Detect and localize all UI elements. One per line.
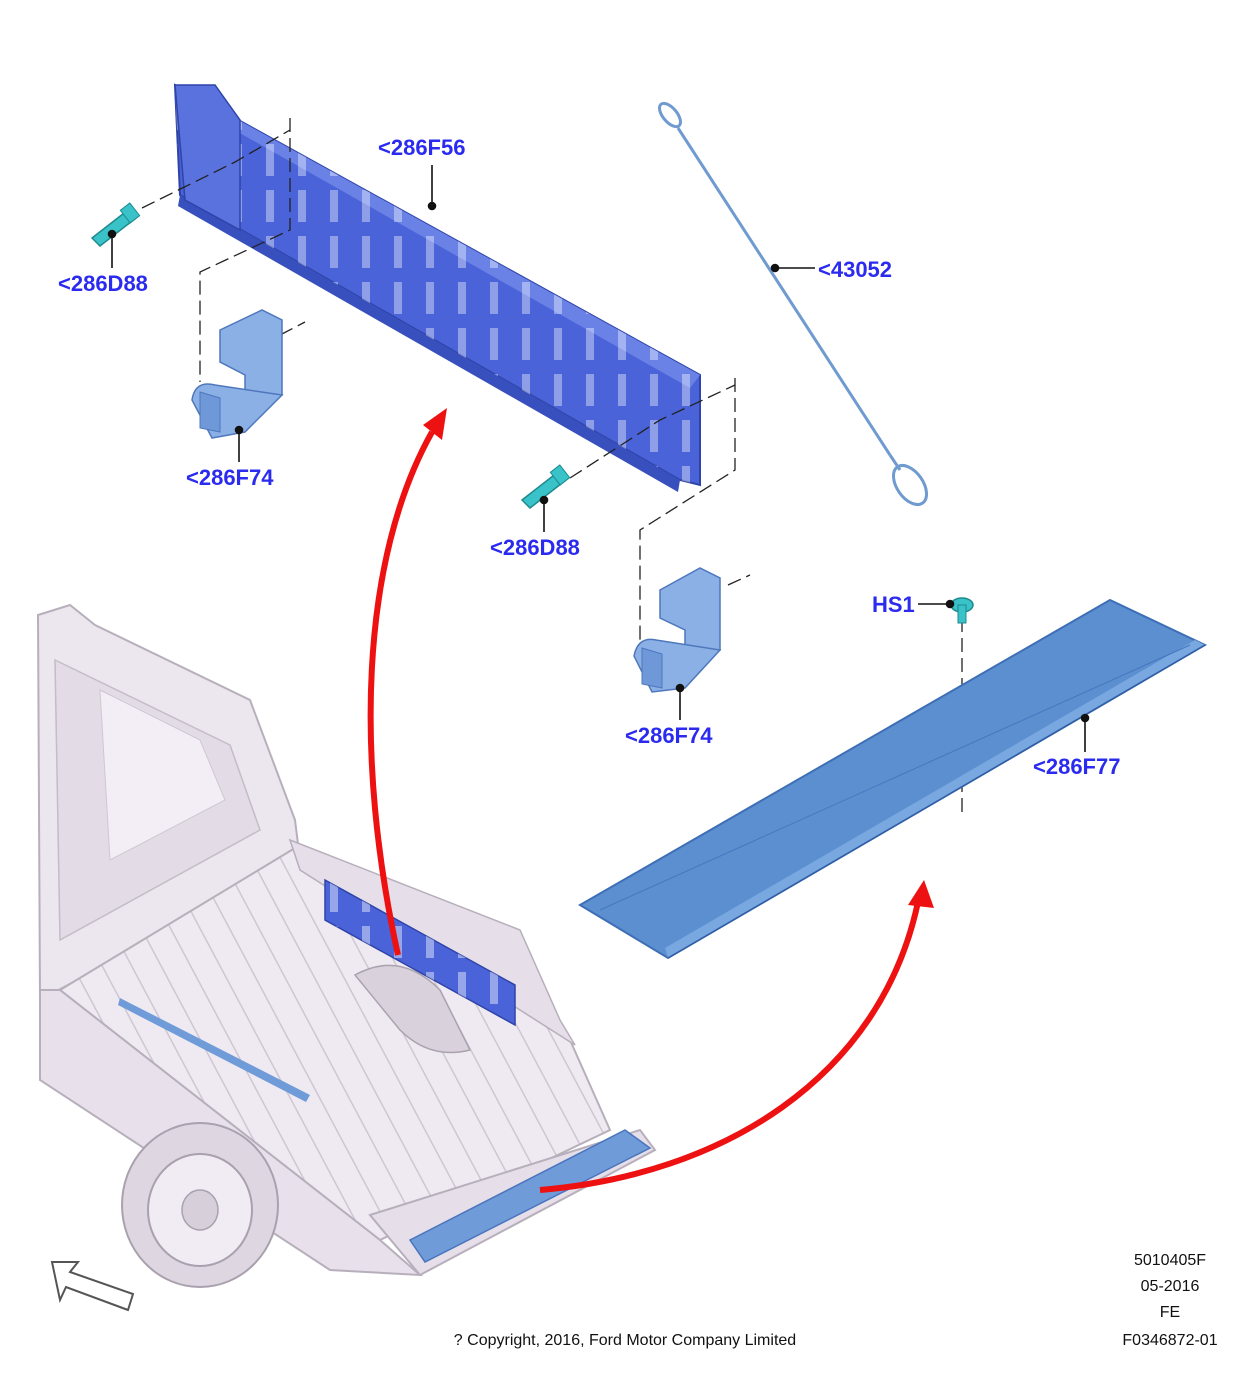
bed-divider-rack — [173, 83, 701, 492]
step-panel-icon — [578, 598, 1208, 960]
bed-side-strip — [118, 998, 310, 1102]
tether-cable-icon — [658, 101, 929, 507]
callout-step-panel: <286F77 — [1033, 754, 1121, 779]
hook-bracket-icon — [633, 567, 722, 693]
callout-bed-divider: <286F56 — [378, 135, 466, 160]
figure-id: F0346872-01 — [1122, 1332, 1218, 1349]
push-clip-icon — [950, 597, 974, 624]
installed-divider-rack — [324, 878, 516, 1027]
callout-bracket-lower: <286F74 — [625, 723, 713, 748]
bolt-icon — [520, 464, 571, 509]
leader-lines — [107, 165, 1090, 752]
copyright-notice: ? Copyright, 2016, Ford Motor Company Li… — [453, 1332, 797, 1349]
callout-bolt-lower: <286D88 — [490, 535, 580, 560]
red-arrows — [367, 408, 934, 1193]
tailgate-step-panel — [408, 1129, 652, 1263]
drawing-number: 5010405F — [1133, 1252, 1207, 1269]
callout-cable: <43052 — [818, 257, 893, 282]
callout-bracket-upper: <286F74 — [186, 465, 274, 490]
callout-bolt-upper: <286D88 — [58, 271, 148, 296]
bolt-icon — [90, 202, 141, 247]
hook-bracket-icon — [191, 309, 284, 439]
pickup-truck — [36, 603, 657, 1288]
drawing-code: FE — [1159, 1304, 1181, 1321]
direction-arrow-icon — [50, 1261, 135, 1312]
callout-clip: HS1 — [872, 592, 915, 617]
drawing-date: 05-2016 — [1140, 1278, 1200, 1295]
